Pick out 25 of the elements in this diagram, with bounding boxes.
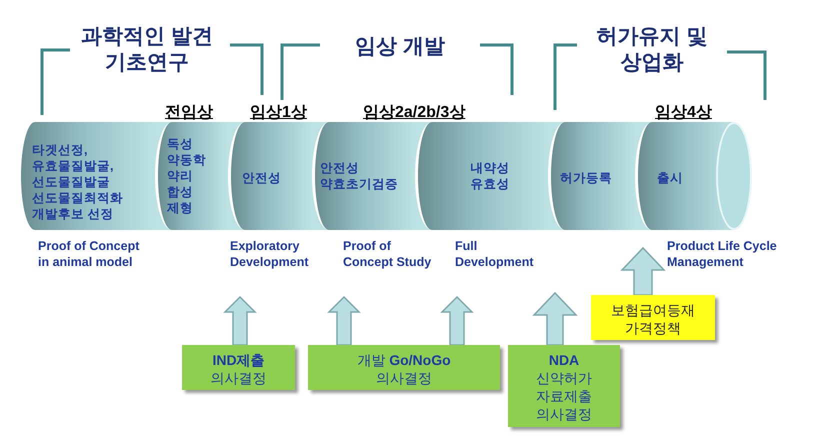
arrow (223, 296, 257, 346)
decision-box: 개발 Go/NoGo 의사결정 (308, 345, 500, 390)
cylinder-segment: 독성 약동학 약리 합성 제형 (155, 122, 228, 230)
stage-label: Proof of Concept Study (343, 238, 432, 270)
stage-label: Proof of Concept in animal model (38, 238, 140, 270)
cylinder-segment: 출시 (635, 122, 752, 230)
stage-label: Exploratory Development (230, 238, 310, 270)
decision-box: IND제출 의사결정 (182, 345, 295, 390)
stage-label: Full Development (455, 238, 534, 270)
phase-label: 임상1상 (250, 103, 307, 123)
note-box: 보험급여등재 가격정책 (591, 295, 715, 340)
arrow (327, 296, 361, 346)
cylinder-segment: 허가등록 (548, 122, 635, 230)
cylinder-segment: 내약성 유효성 (415, 122, 548, 230)
cylinder-segment: 타겟선정, 유효물질발굴, 선도물질발굴 선도물질최적화 개발후보 선정 (18, 122, 155, 230)
cylinder-segment: 안전성 약효초기검증 (312, 122, 415, 230)
stage-label: Product Life Cycle Management (667, 238, 778, 270)
arrow (532, 292, 578, 346)
phase-label: 임상4상 (655, 103, 712, 123)
arrow (440, 296, 474, 346)
phase-label: 임상2a/2b/3상 (363, 103, 466, 123)
arrow (620, 246, 666, 296)
cylinder-segment: 안전성 (228, 122, 312, 230)
phase-label: 전임상 (165, 103, 213, 123)
decision-box: NDA 신약허가 자료제출 의사결정 (508, 345, 620, 427)
